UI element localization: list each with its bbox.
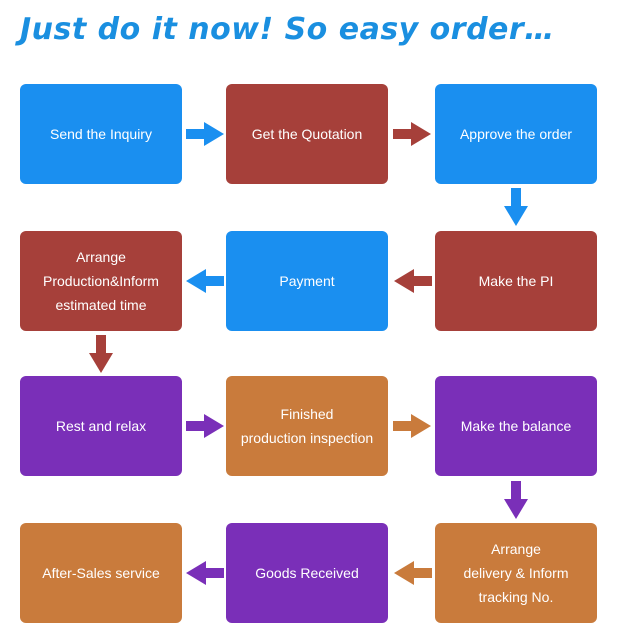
step-label: Approve the order: [459, 126, 573, 142]
arrow-shape: [393, 414, 431, 438]
step-goods-received: Goods Received: [226, 523, 388, 623]
arrow-right-icon: [393, 414, 431, 438]
arrow-shape: [186, 269, 224, 293]
step-arrange-production: Arrange Production&Inform estimated time: [20, 231, 182, 331]
step-payment: Payment: [226, 231, 388, 331]
step-rest-relax: Rest and relax: [20, 376, 182, 476]
arrow-left-icon: [186, 561, 224, 585]
arrow-shape: [186, 122, 224, 146]
step-label: Make the PI: [478, 273, 554, 289]
arrow-left-icon: [394, 269, 432, 293]
arrow-shape: [186, 561, 224, 585]
step-after-sales: After-Sales service: [20, 523, 182, 623]
arrow-shape: [186, 414, 224, 438]
step-label: Get the Quotation: [251, 126, 363, 142]
step-arrange-delivery: Arrange delivery & Inform tracking No.: [435, 523, 597, 623]
page-title: Just do it now! So easy order…: [20, 12, 555, 47]
arrow-shape: [393, 122, 431, 146]
step-approve-order: Approve the order: [435, 84, 597, 184]
step-label: Goods Received: [255, 565, 359, 581]
step-make-balance: Make the balance: [435, 376, 597, 476]
step-label: Payment: [279, 273, 335, 289]
arrow-shape: [504, 481, 528, 519]
arrow-shape: [394, 269, 432, 293]
step-send-inquiry: Send the Inquiry: [20, 84, 182, 184]
step-label: Rest and relax: [55, 418, 147, 434]
arrow-left-icon: [394, 561, 432, 585]
step-label: Finished production inspection: [240, 406, 374, 446]
arrow-down-icon: [504, 481, 528, 519]
step-label: After-Sales service: [42, 565, 160, 581]
arrow-right-icon: [186, 414, 224, 438]
step-label: Send the Inquiry: [50, 126, 152, 142]
arrow-right-icon: [393, 122, 431, 146]
step-make-pi: Make the PI: [435, 231, 597, 331]
step-label: Arrange Production&Inform estimated time: [43, 249, 159, 313]
arrow-shape: [394, 561, 432, 585]
step-label: Make the balance: [460, 418, 572, 434]
arrow-down-icon: [89, 335, 113, 373]
step-production-inspection: Finished production inspection: [226, 376, 388, 476]
arrow-right-icon: [186, 122, 224, 146]
arrow-shape: [89, 335, 113, 373]
arrow-down-icon: [504, 188, 528, 226]
step-get-quotation: Get the Quotation: [226, 84, 388, 184]
arrow-left-icon: [186, 269, 224, 293]
step-label: Arrange delivery & Inform tracking No.: [463, 541, 569, 605]
arrow-shape: [504, 188, 528, 226]
